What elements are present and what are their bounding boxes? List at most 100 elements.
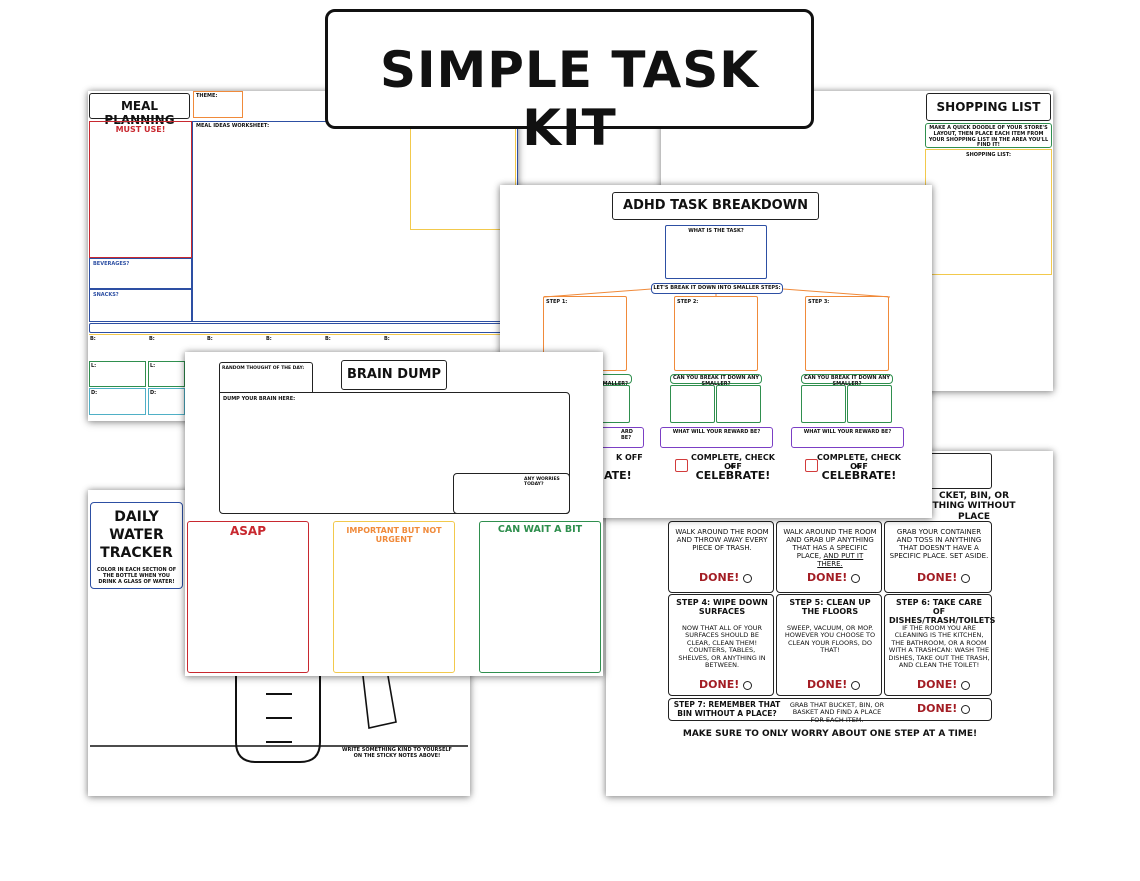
beverages-label: BEVERAGES? xyxy=(93,261,130,267)
brain-title-box: BRAIN DUMP xyxy=(341,360,447,390)
adhd-title: ADHD TASK BREAKDOWN xyxy=(623,198,808,213)
clean-cell-4-head: STEP 4: WIPE DOWN SURFACES xyxy=(676,598,768,617)
step2-sub-box-a xyxy=(670,385,715,423)
step2-label: STEP 2: xyxy=(677,299,699,305)
adhd-title-box: ADHD TASK BREAKDOWN xyxy=(612,192,819,220)
meal-ideas-label: MEAL IDEAS WORKSHEET: xyxy=(196,123,270,129)
clean-cell-5-body: SWEEP, VACUUM, OR MOP. HOWEVER YOU CHOOS… xyxy=(784,624,876,655)
clean-cell-6-head: STEP 6: TAKE CARE OF DISHES/TRASH/TOILET… xyxy=(889,598,996,626)
meal-title: MEAL PLANNING xyxy=(104,99,175,127)
step3-complete: COMPLETE, CHECK OFF xyxy=(817,453,901,472)
connector-left xyxy=(543,288,652,298)
clean-cell-1-done: DONE! xyxy=(699,571,753,585)
clean-cell-2-body: WALK AROUND THE ROOM AND GRAB UP ANYTHIN… xyxy=(783,528,877,569)
step1-reward-label: ARD BE? xyxy=(621,429,633,441)
snacks-label: SNACKS? xyxy=(93,292,119,298)
d-label-2: D: xyxy=(150,390,157,396)
d-label-1: D: xyxy=(91,390,98,396)
doodle-instructions-box: MAKE A QUICK DOODLE OF YOUR STORE'S LAYO… xyxy=(925,123,1052,148)
b-label-6: B: xyxy=(384,336,390,342)
water-kind-note: WRITE SOMETHING KIND TO YOURSELF ON THE … xyxy=(342,747,452,759)
asap-box: ASAP xyxy=(187,521,309,673)
shopping-title-box: SHOPPING LIST xyxy=(926,93,1051,121)
water-title-3: TRACKER xyxy=(100,545,173,561)
step3-smaller-label-box: CAN YOU BREAK IT DOWN ANY SMALLER? xyxy=(801,374,893,387)
clean-cell-6-body: IF THE ROOM YOU ARE CLEANING IS THE KITC… xyxy=(888,624,990,670)
step2-reward-label: WHAT WILL YOUR REWARD BE? xyxy=(672,429,761,435)
clean-cell-3: GRAB YOUR CONTAINER AND TOSS IN ANYTHING… xyxy=(884,521,992,593)
meal-title-box: MEAL PLANNING xyxy=(89,93,190,127)
step7-body: GRAB THAT BUCKET, BIN, OR BASKET AND FIN… xyxy=(789,701,885,724)
must-use-box: MUST USE! xyxy=(89,121,192,258)
shopping-title: SHOPPING LIST xyxy=(936,100,1041,114)
done-circle-5[interactable] xyxy=(851,680,861,690)
done-circle-2[interactable] xyxy=(851,573,861,583)
dinner-cell-2: D: xyxy=(148,388,185,415)
connector-right xyxy=(782,288,891,298)
step2-complete: COMPLETE, CHECK OFF xyxy=(691,453,775,472)
step3-reward-box: WHAT WILL YOUR REWARD BE? xyxy=(791,427,904,448)
water-title-1: DAILY xyxy=(114,509,159,525)
l-label-2: L: xyxy=(150,363,156,369)
clean-cell-6-done: DONE! xyxy=(917,678,971,692)
step3-smaller-label: CAN YOU BREAK IT DOWN ANY SMALLER? xyxy=(803,375,891,387)
step2-reward-box: WHAT WILL YOUR REWARD BE? xyxy=(660,427,773,448)
sticky-note-drawing xyxy=(362,675,397,729)
task-label: WHAT IS THE TASK? xyxy=(688,228,744,234)
clean-cell-6: STEP 6: TAKE CARE OF DISHES/TRASH/TOILET… xyxy=(884,594,996,696)
step3-checkbox[interactable] xyxy=(805,459,818,472)
step2-box: STEP 2: xyxy=(674,296,758,371)
step3-sub-box-a xyxy=(801,385,846,423)
random-thought-label: RANDOM THOUGHT OF THE DAY: xyxy=(222,366,305,371)
step7-head: STEP 7: REMEMBER THAT BIN WITHOUT A PLAC… xyxy=(673,700,781,718)
step2-smaller-label-box: CAN YOU BREAK IT DOWN ANY SMALLER? xyxy=(670,374,762,387)
step3-sub-box-b xyxy=(847,385,892,423)
done-circle-7[interactable] xyxy=(961,704,971,714)
step7-done: DONE! xyxy=(917,702,971,716)
worries-box: ANY WORRIES TODAY? xyxy=(453,473,570,514)
worries-label: ANY WORRIES TODAY? xyxy=(524,477,560,488)
important-label: IMPORTANT BUT NOT URGENT xyxy=(346,526,442,545)
important-box: IMPORTANT BUT NOT URGENT xyxy=(333,521,455,673)
done-circle-4[interactable] xyxy=(743,680,753,690)
dinner-cell-1: D: xyxy=(89,388,146,415)
step2-checkbox[interactable] xyxy=(675,459,688,472)
step1-complete-partial: K OFF xyxy=(616,453,643,462)
yellow-note-box xyxy=(410,121,516,230)
breakdown-label-box: LET'S BREAK IT DOWN INTO SMALLER STEPS: xyxy=(651,283,783,294)
clean-cell-5-done: DONE! xyxy=(807,678,861,692)
clean-cell-2-done: DONE! xyxy=(807,571,861,585)
clean-cell-4-done: DONE! xyxy=(699,678,753,692)
done-circle-6[interactable] xyxy=(961,680,971,690)
done-circle-3[interactable] xyxy=(961,573,971,583)
step2-celebrate: CELEBRATE! xyxy=(695,469,771,482)
step3-celebrate: CELEBRATE! xyxy=(821,469,897,482)
l-label-1: L: xyxy=(91,363,97,369)
lunch-cell-1: L: xyxy=(89,361,146,387)
dump-label: DUMP YOUR BRAIN HERE: xyxy=(223,396,296,402)
wait-box: CAN WAIT A BIT xyxy=(479,521,601,673)
water-title-2: WATER xyxy=(109,527,164,543)
water-instructions: COLOR IN EACH SECTION OF THE BOTTLE WHEN… xyxy=(96,567,177,585)
clean-cell-1-body: WALK AROUND THE ROOM AND THROW AWAY EVER… xyxy=(675,528,769,553)
dump-box: DUMP YOUR BRAIN HERE: xyxy=(219,392,570,514)
breakdown-label: LET'S BREAK IT DOWN INTO SMALLER STEPS: xyxy=(653,285,781,291)
step3-amp: & xyxy=(855,462,863,470)
step3-box: STEP 3: xyxy=(805,296,889,371)
step1-label: STEP 1: xyxy=(546,299,568,305)
b-label-5: B: xyxy=(325,336,331,342)
wait-label: CAN WAIT A BIT xyxy=(497,524,583,535)
step2-smaller-label: CAN YOU BREAK IT DOWN ANY SMALLER? xyxy=(672,375,760,387)
main-title: SIMPLE TASK KIT xyxy=(379,41,760,157)
done-circle-1[interactable] xyxy=(743,573,753,583)
b-label-2: B: xyxy=(149,336,155,342)
clean-cell-1: WALK AROUND THE ROOM AND THROW AWAY EVER… xyxy=(668,521,774,593)
asap-label: ASAP xyxy=(229,524,266,538)
cleaning-footer: MAKE SURE TO ONLY WORRY ABOUT ONE STEP A… xyxy=(682,729,978,739)
lunch-cell-2: L: xyxy=(148,361,185,387)
water-bottle-drawing xyxy=(90,675,468,763)
task-box: WHAT IS THE TASK? xyxy=(665,225,767,279)
cleaning-grid: WALK AROUND THE ROOM AND THROW AWAY EVER… xyxy=(668,521,996,696)
meal-strip xyxy=(89,323,517,333)
main-title-box: SIMPLE TASK KIT xyxy=(325,9,814,156)
